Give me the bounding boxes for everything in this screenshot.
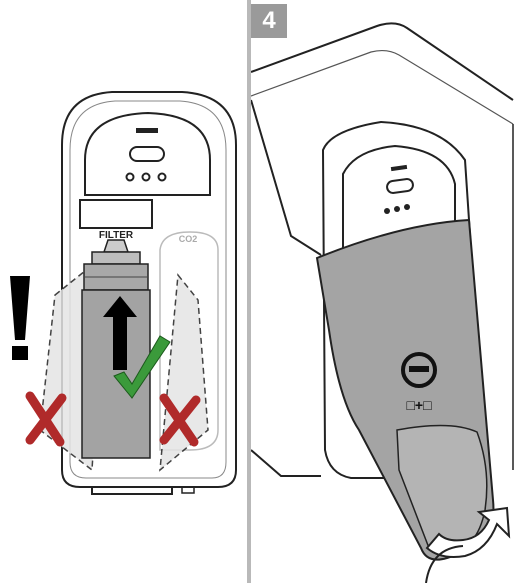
co2-label: CO2 xyxy=(179,234,198,244)
brand-logo-icon xyxy=(136,128,158,133)
door-symbol-text: □+□ xyxy=(406,397,432,413)
right-illustration-panel: □+□ xyxy=(251,0,517,583)
button-dot-icon xyxy=(404,204,410,210)
door-lower-panel xyxy=(397,425,487,552)
step-number-badge: 4 xyxy=(251,4,287,38)
left-illustration-panel: FILTER CO2 xyxy=(0,0,247,583)
device-base xyxy=(92,487,172,494)
button-dot-icon xyxy=(384,208,390,214)
filter-insertion-diagram: FILTER CO2 xyxy=(0,0,247,583)
button-dot-icon xyxy=(394,206,400,212)
cartridge-head xyxy=(92,252,140,264)
cover-closing-diagram: □+□ xyxy=(251,0,517,583)
cartridge-neck xyxy=(104,240,128,252)
exclamation-icon xyxy=(10,276,30,340)
device-cap xyxy=(85,113,210,195)
filter-slot-top xyxy=(80,200,152,228)
